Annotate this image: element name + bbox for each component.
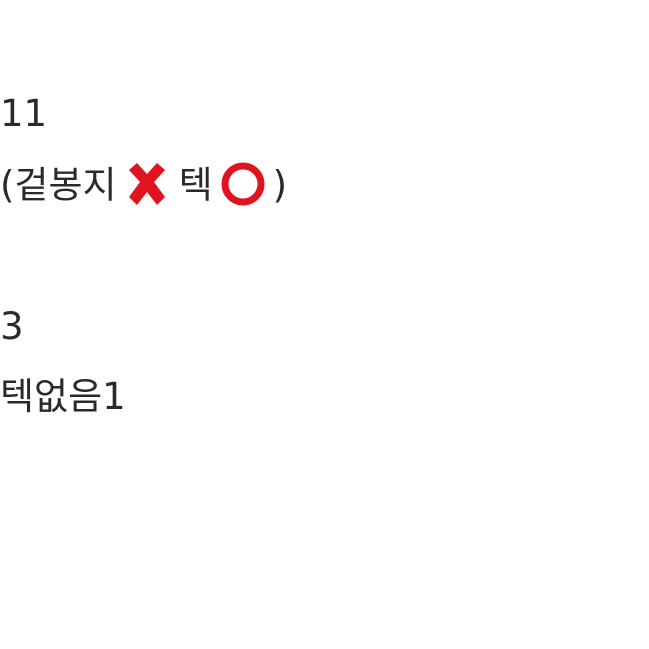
text-line-count-3: 3: [0, 305, 24, 348]
tag-label: 텍: [178, 163, 213, 207]
text-line-envelope-tag-status: (겉봉지 텍 ): [0, 162, 287, 212]
hollow-red-circle-icon: [215, 159, 271, 209]
envelope-label: (겉봉지: [0, 163, 117, 207]
cross-mark-icon: [119, 159, 175, 209]
text-line-no-tag: 텍없음1: [0, 375, 126, 418]
text-line-count-11: 11: [0, 92, 48, 135]
closing-paren: ): [272, 163, 288, 207]
